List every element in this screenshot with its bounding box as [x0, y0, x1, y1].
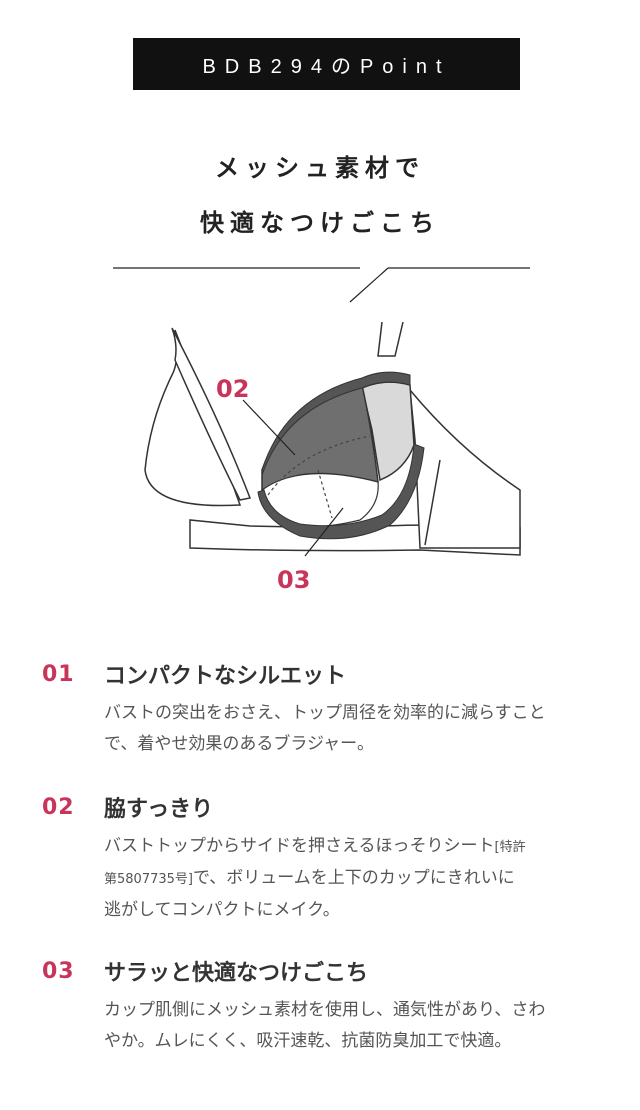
- cup-trim: [257, 443, 425, 540]
- point-number: 01: [42, 662, 75, 687]
- point-number: 03: [42, 959, 75, 984]
- left-cup: [144, 327, 252, 507]
- description-line: 逃がしてコンパクトにメイク。: [104, 900, 340, 920]
- description-text: で、ボリュームを上下のカップにきれいに: [192, 868, 515, 888]
- description-line: カップ肌側にメッシュ素材を使用し、通気性があり、さわ: [104, 1000, 546, 1020]
- patent-number: 第5807735号]: [104, 872, 193, 887]
- callout-divider: [113, 267, 530, 303]
- description-line: バストトップからサイドを押さえるほっそりシート[特許: [104, 831, 604, 863]
- bra-illustration: 02 03: [113, 267, 530, 594]
- point-title: コンパクトなシルエット: [104, 664, 347, 689]
- neckline-trim: [261, 371, 411, 476]
- description-text: バストトップからサイドを押さえるほっそりシート: [104, 836, 495, 856]
- shoulder-strap: [377, 321, 404, 357]
- description-line: で、着やせ効果のあるブラジャー。: [104, 734, 374, 754]
- description-line: 第5807735号]で、ボリュームを上下のカップにきれいに: [104, 863, 604, 895]
- point-description: バストトップからサイドを押さえるほっそりシート[特許 第5807735号]で、ボ…: [104, 831, 604, 926]
- point-title: 脇すっきり: [104, 797, 214, 822]
- page-title-banner: BDB294のPoint: [133, 38, 520, 90]
- side-wing: [409, 387, 521, 549]
- patent-note: [特許: [494, 840, 526, 855]
- headline-line-1: メッシュ素材で: [215, 154, 425, 182]
- point-number: 02: [42, 795, 75, 820]
- headline-line-2: 快適なつけごこち: [200, 209, 440, 237]
- stitch-lines: [267, 435, 371, 519]
- callout-number-03: 03: [277, 566, 310, 594]
- callout-leader-02: [242, 399, 296, 456]
- callout-leader-03: [304, 507, 344, 557]
- point-description: バストの突出をおさえ、トップ周径を効率的に減らすこと で、着やせ効果のあるブラジ…: [104, 698, 604, 760]
- point-title: サラッと快適なつけごこち: [104, 961, 369, 986]
- point-description: カップ肌側にメッシュ素材を使用し、通気性があり、さわ やか。ムレにくく、吸汗速乾…: [104, 995, 604, 1057]
- description-line: やか。ムレにくく、吸汗速乾、抗菌防臭加工で快適。: [104, 1031, 512, 1051]
- callout-number-02: 02: [216, 375, 249, 403]
- page-title: BDB294のPoint: [202, 55, 451, 78]
- description-line: バストの突出をおさえ、トップ周径を効率的に減らすこと: [104, 703, 546, 723]
